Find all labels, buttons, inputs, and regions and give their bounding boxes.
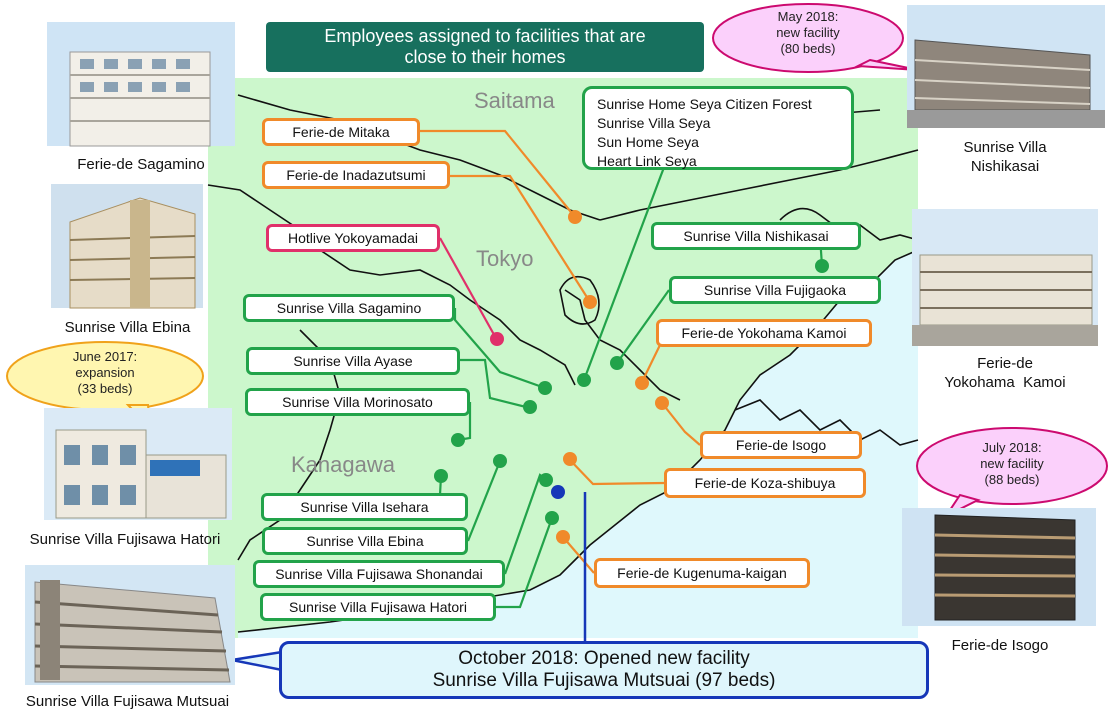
label-sv-shonandai: Sunrise Villa Fujisawa Shonandai <box>253 560 505 588</box>
caption-sunrise-villa-hatori: Sunrise Villa Fujisawa Hatori <box>29 531 221 548</box>
marker-sv-shonandai <box>539 473 553 487</box>
marker-sv-morinosato <box>451 433 465 447</box>
marker-sv-mutsuai <box>551 485 565 499</box>
label-ferie-inadazutsumi: Ferie-de Inadazutsumi <box>262 161 450 189</box>
bubble-hatori-line-3: (33 beds) <box>77 381 133 396</box>
photo-sunrise-villa-nishikasai <box>907 5 1105 128</box>
label-sv-hatori: Sunrise Villa Fujisawa Hatori <box>260 593 496 621</box>
bubble-nishikasai-shape <box>712 3 904 73</box>
caption-nishikasai-line-2: Nishikasai <box>970 158 1040 175</box>
new-facility-announcement: October 2018: Opened new facility Sunris… <box>279 641 929 699</box>
building-photos <box>25 5 1105 685</box>
marker-sv-fujigaoka <box>610 356 624 370</box>
caption-sunrise-villa-mutsuai: Sunrise Villa Fujisawa Mutsuai <box>25 693 230 710</box>
announcement-line-1: October 2018: Opened new facility <box>458 648 750 669</box>
marker-sv-nishikasai <box>815 259 829 273</box>
seya-item: Heart Link Seya <box>597 153 697 169</box>
marker-seya-group <box>577 373 591 387</box>
title-line-1: Employees assigned to facilities that ar… <box>324 26 646 46</box>
facility-markers <box>434 210 829 544</box>
photo-ferie-kamoi <box>912 209 1098 346</box>
label-fd-kamoi: Ferie-de Yokohama Kamoi <box>656 319 872 347</box>
announcement-line-2: Sunrise Villa Fujisawa Mutsuai (97 beds) <box>432 670 776 691</box>
callout-bubbles <box>6 3 1108 672</box>
marker-fd-koza <box>563 452 577 466</box>
marker-fd-kamoi <box>635 376 649 390</box>
label-sv-ayase: Sunrise Villa Ayase <box>246 347 460 375</box>
marker-sv-sagamino <box>538 381 552 395</box>
photo-sunrise-villa-ebina <box>51 184 203 309</box>
label-fd-kugenuma: Ferie-de Kugenuma-kaigan <box>594 558 810 588</box>
title-line-2: close to their homes <box>404 47 566 67</box>
caption-ferie-sagamino: Ferie-de Sagamino <box>77 156 205 173</box>
seya-item: Sunrise Villa Seya <box>597 115 711 131</box>
page-title: Employees assigned to facilities that ar… <box>266 22 704 72</box>
photo-ferie-isogo <box>902 508 1096 626</box>
marker-hotlive-yokoyamadai <box>490 332 504 346</box>
label-fd-koza: Ferie-de Koza-shibuya <box>664 468 866 498</box>
bubble-hatori-line-2: expansion <box>75 365 135 380</box>
region-tokyo: Tokyo <box>476 246 533 271</box>
marker-fd-kugenuma <box>556 530 570 544</box>
caption-kamoi-line-2: Yokohama Kamoi <box>944 374 1066 391</box>
caption-sunrise-villa-ebina: Sunrise Villa Ebina <box>64 319 191 336</box>
bubble-nishikasai: May 2018: new facility (80 beds) <box>728 9 888 57</box>
caption-kamoi-line-1: Ferie-de <box>977 355 1033 372</box>
bubble-hatori: June 2017: expansion (33 beds) <box>25 349 185 397</box>
caption-sunrise-villa-nishikasai: Sunrise Villa Nishikasai <box>930 138 1080 176</box>
bubble-nishikasai-line-1: May 2018: <box>777 9 839 24</box>
marker-sv-ebina <box>493 454 507 468</box>
bubble-isogo-line-1: July 2018: <box>982 440 1042 455</box>
label-ferie-mitaka: Ferie-de Mitaka <box>262 118 420 146</box>
label-sv-morinosato: Sunrise Villa Morinosato <box>245 388 470 416</box>
caption-nishikasai-line-1: Sunrise Villa <box>963 139 1047 156</box>
marker-sv-hatori <box>545 511 559 525</box>
seya-item: Sunrise Home Seya Citizen Forest <box>597 96 812 112</box>
bubble-isogo: July 2018: new facility (88 beds) <box>932 440 1092 488</box>
bubble-isogo-line-2: new facility <box>980 456 1044 471</box>
marker-fd-isogo <box>655 396 669 410</box>
label-hotlive-yokoyamadai: Hotlive Yokoyamadai <box>266 224 440 252</box>
label-sv-fujigaoka: Sunrise Villa Fujigaoka <box>669 276 881 304</box>
photo-sunrise-villa-hatori <box>44 408 232 520</box>
region-saitama: Saitama <box>474 88 555 113</box>
bubble-isogo-shape <box>916 427 1108 505</box>
map-sea <box>238 250 918 638</box>
label-sv-isehara: Sunrise Villa Isehara <box>261 493 468 521</box>
marker-sv-isehara <box>434 469 448 483</box>
caption-ferie-isogo: Ferie-de Isogo <box>951 637 1049 654</box>
label-sv-sagamino: Sunrise Villa Sagamino <box>243 294 455 322</box>
marker-ferie-inadazutsumi <box>583 295 597 309</box>
label-sv-ebina: Sunrise Villa Ebina <box>262 527 468 555</box>
label-seya-group: Sunrise Home Seya Citizen Forest Sunrise… <box>582 86 854 170</box>
region-kanagawa: Kanagawa <box>291 452 396 477</box>
photo-sunrise-villa-mutsuai <box>25 565 235 685</box>
bubble-nishikasai-line-3: (80 beds) <box>780 41 836 56</box>
bubble-isogo-line-3: (88 beds) <box>984 472 1040 487</box>
marker-ferie-mitaka <box>568 210 582 224</box>
photo-ferie-sagamino <box>47 22 235 147</box>
marker-sv-ayase <box>523 400 537 414</box>
bubble-hatori-line-1: June 2017: <box>72 349 138 364</box>
caption-ferie-kamoi: Ferie-de Yokohama Kamoi <box>925 354 1085 392</box>
seya-item: Sun Home Seya <box>597 134 699 150</box>
bubble-nishikasai-line-2: new facility <box>776 25 840 40</box>
label-sv-nishikasai: Sunrise Villa Nishikasai <box>651 222 861 250</box>
label-fd-isogo: Ferie-de Isogo <box>700 431 862 459</box>
